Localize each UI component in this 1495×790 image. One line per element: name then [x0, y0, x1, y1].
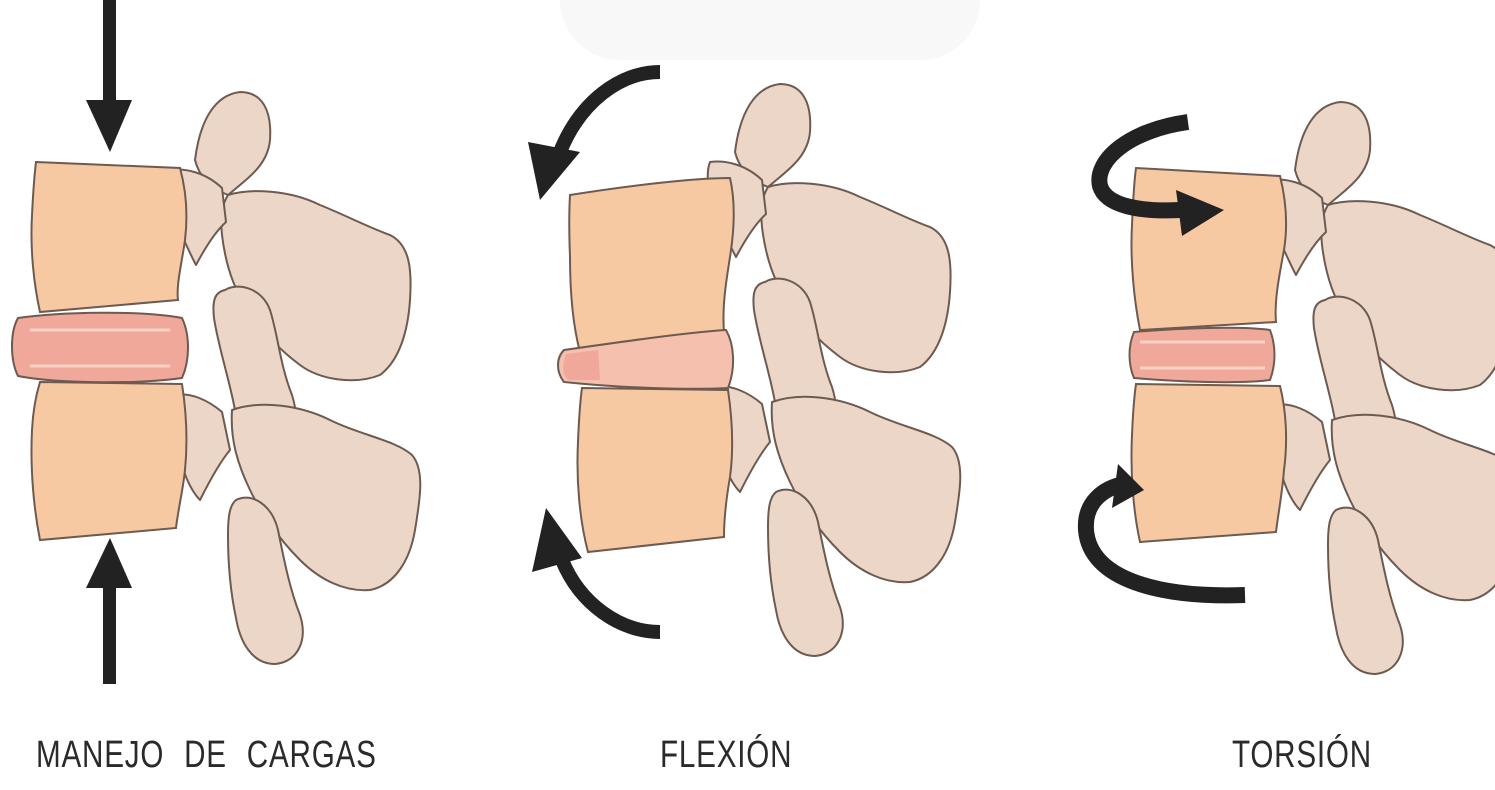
arrow-down-icon — [86, 0, 132, 152]
intervertebral-disc — [1130, 328, 1275, 382]
posterior-elements — [1268, 102, 1495, 674]
caption-torsion: TORSIÓN — [1232, 736, 1372, 774]
upper-vertebral-body — [31, 162, 186, 312]
lower-vertebral-body — [1131, 384, 1286, 542]
upper-vertebral-body — [569, 178, 734, 352]
posterior-elements — [168, 92, 420, 664]
panel-torsion — [1086, 102, 1495, 674]
caption-flexion: FLEXIÓN — [660, 736, 792, 774]
curved-arrow-ccw-icon — [528, 72, 660, 200]
posterior-elements — [708, 84, 960, 656]
panel-flexion — [528, 72, 960, 656]
caption-compression: MANEJO DE CARGAS — [36, 736, 377, 774]
lower-vertebral-body — [577, 388, 732, 552]
intervertebral-disc — [12, 313, 188, 383]
upper-vertebral-body — [1131, 168, 1286, 330]
arrow-up-icon — [86, 538, 132, 684]
lower-vertebral-body — [31, 382, 186, 540]
panel-compression — [12, 0, 420, 684]
